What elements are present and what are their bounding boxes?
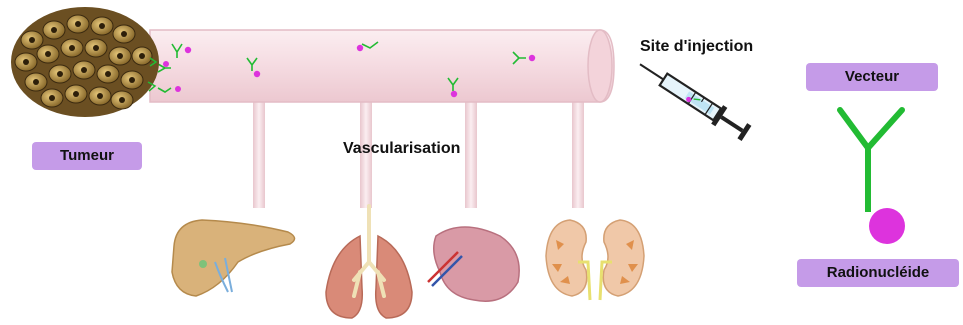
vector-label: Vecteur xyxy=(806,63,938,91)
injection-site-label: Site d'injection xyxy=(640,38,753,56)
radionuclide-label: Radionucléide xyxy=(797,259,959,287)
kidneys-icon xyxy=(546,220,644,300)
tumor-icon xyxy=(11,7,159,117)
syringe-icon xyxy=(634,55,752,143)
branch-vessel-liver xyxy=(253,96,265,208)
blood-vessel xyxy=(150,30,614,102)
spleen-icon xyxy=(428,227,519,301)
branch-vessel-spleen xyxy=(465,96,477,208)
tumor-label: Tumeur xyxy=(32,142,142,170)
branch-vessel-kidneys xyxy=(572,96,584,208)
radionuclide-icon xyxy=(869,208,905,244)
lungs-icon xyxy=(326,206,412,318)
vascularisation-label: Vascularisation xyxy=(343,140,460,158)
vector-icon xyxy=(840,110,902,212)
liver-icon xyxy=(172,220,295,296)
